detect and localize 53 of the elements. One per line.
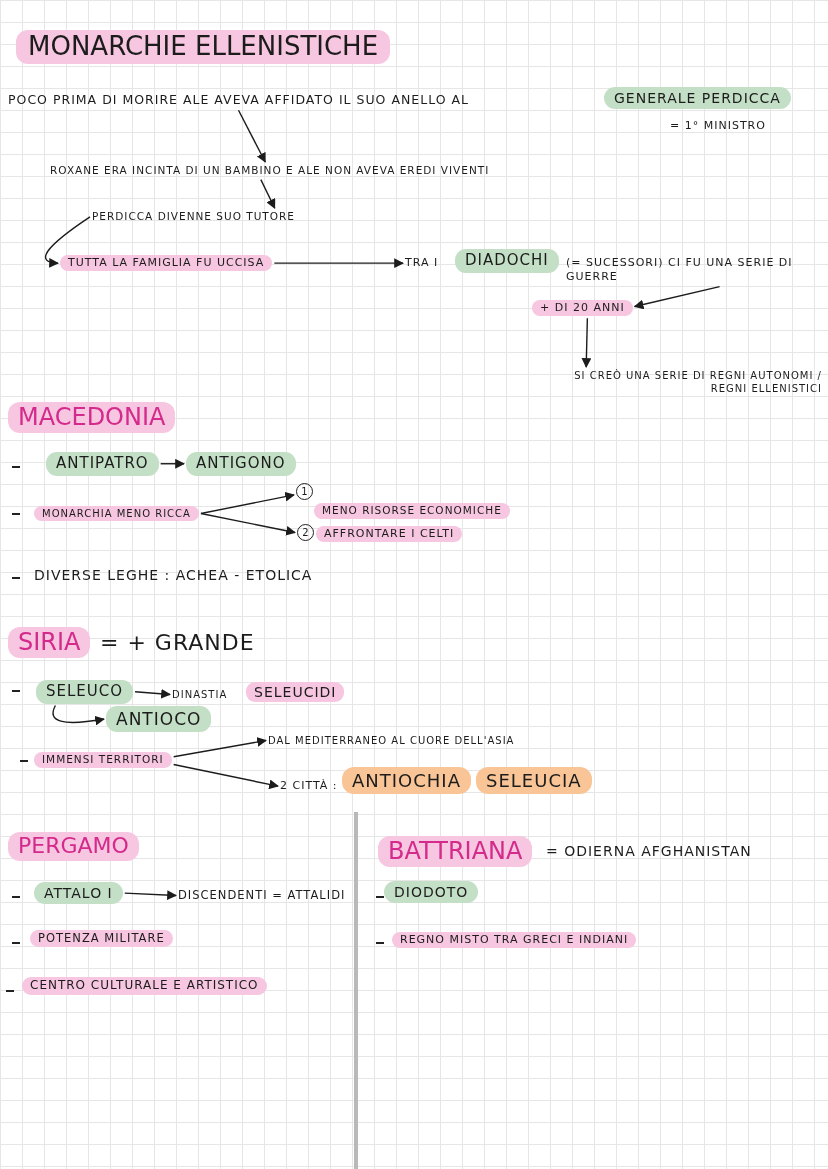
highlighted-text: POTENZA MILITARE [30,930,173,947]
city-highlight: ANTIOCHIA [342,767,471,795]
arrow [124,890,177,900]
arrow [134,688,171,699]
arrow [260,178,276,209]
arrow [200,512,296,536]
arrow [44,216,91,268]
city-highlight: SELEUCIA [476,767,592,795]
arrow [172,763,279,790]
note-text: (= SUCESSORI) CI FU UNA SERIE DI GUERRE [566,256,822,285]
highlighted-text: TUTTA LA FAMIGLIA FU UCCISA [60,255,273,272]
highlighted-text: IMMENSI TERRITORI [34,752,172,768]
highlighted-text: SELEUCIDI [246,682,345,703]
highlighted-text: MENO RISORSE ECONOMICHE [314,503,510,519]
arrow [200,491,295,515]
highlighted-text: CENTRO CULTURALE E ARTISTICO [22,977,267,995]
highlighted-text: AFFRONTARE I CELTI [316,526,463,543]
highlighted-text: REGNO MISTO TRA GRECI E INDIANI [392,932,637,949]
arrow [159,458,185,469]
arrow [172,737,267,758]
note-text: POCO PRIMA DI MORIRE ALE AVEVA AFFIDATO IL SUO ANELLO AL [8,92,470,109]
highlighted-text: MONARCHIA MENO RICCA [34,506,199,521]
note-text: SI CREÒ UNA SERIE DI REGNI AUTONOMI / REGNI ELLENISTICI [560,369,822,395]
note-text: 2 CITTÀ : [280,779,338,794]
note-text: DIVERSE LEGHE : ACHEA - ETOLICA [34,566,313,585]
name-highlight: ATTALO I [34,882,123,905]
section-heading: SIRIA [8,627,91,659]
section-heading: BATTRIANA [378,836,533,868]
name-highlight: ANTIOCO [106,706,212,733]
note-text: = 1° MINISTRO [670,119,766,134]
name-highlight: DIODOTO [384,881,479,904]
name-highlight: ANTIGONO [186,452,296,476]
section-heading: MACEDONIA [8,402,176,434]
arrow [237,109,266,163]
arrow [581,317,592,368]
note-text: = + GRANDE [100,629,255,657]
page-title: MONARCHIE ELLENISTICHE [16,30,391,64]
highlighted-text: + DI 20 ANNI [532,300,633,317]
note-text: TRA I [405,256,439,271]
name-highlight: GENERALE PERDICCA [604,87,791,110]
section-heading: PERGAMO [8,832,139,861]
arrow [52,704,105,726]
note-text: DAL MEDITERRANEO AL CUORE DELL'ASIA [268,734,515,747]
note-text: = ODIERNA AFGHANISTAN [546,842,752,861]
name-highlight: ANTIPATRO [46,452,159,476]
note-text: ROXANE ERA INCINTA DI UN BAMBINO E ALE NON AVEVA EREDI VIVENTI [50,164,490,178]
arrow [273,258,404,269]
name-highlight: DIADOCHI [455,249,559,273]
name-highlight: SELEUCO [36,680,134,704]
note-text: PERDICCA DIVENNE SUO TUTORE [92,210,295,224]
note-text: DINASTIA [172,688,228,701]
note-text: DISCENDENTI = ATTALIDI [178,888,346,903]
arrow [633,285,721,310]
